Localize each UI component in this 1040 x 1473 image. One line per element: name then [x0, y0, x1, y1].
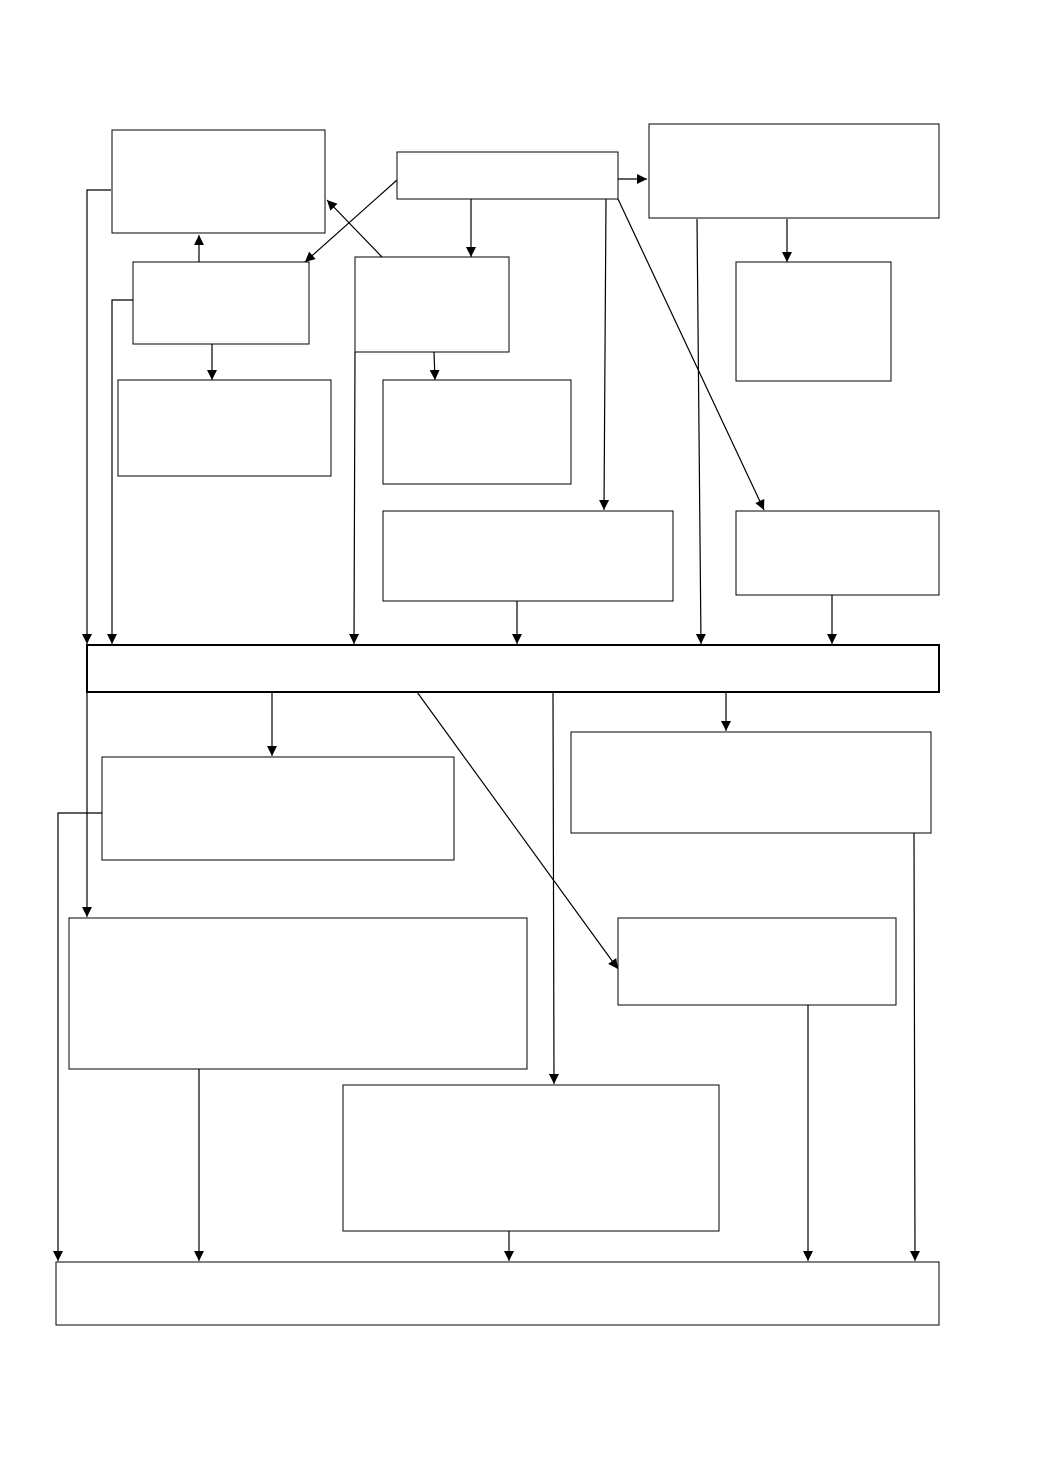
flowchart-node: [735, 510, 940, 596]
connector: [304, 179, 398, 263]
flowchart-node: [111, 129, 326, 234]
connector: [599, 198, 610, 511]
flowchart-node: [396, 151, 619, 200]
flowchart-node: [132, 261, 310, 345]
connector: [326, 199, 383, 258]
flowchart-node: [117, 379, 332, 477]
flowchart-node: [382, 510, 674, 602]
flowchart-node: [101, 756, 455, 861]
flowchart-node: [68, 917, 528, 1070]
flowchart-node: [648, 123, 940, 219]
connector: [429, 351, 440, 381]
connector: [349, 351, 360, 645]
connectors-layer: [53, 174, 920, 1262]
connector: [416, 691, 619, 970]
connector: [53, 812, 102, 1261]
nodes-layer: [55, 123, 940, 1326]
flowchart-node: [617, 917, 897, 1006]
connector: [695, 218, 706, 645]
flowchart-node: [382, 379, 572, 485]
connector: [548, 691, 559, 1085]
flowchart-node: [735, 261, 892, 382]
connector: [82, 189, 111, 644]
flowchart-node: [55, 1261, 940, 1326]
flowchart-node: [570, 731, 932, 834]
flowchart-node: [342, 1084, 720, 1232]
connector: [107, 299, 133, 644]
flowchart-node: [354, 256, 510, 353]
connector: [617, 198, 765, 511]
flowchart-node: [86, 644, 940, 693]
connector: [909, 832, 920, 1262]
